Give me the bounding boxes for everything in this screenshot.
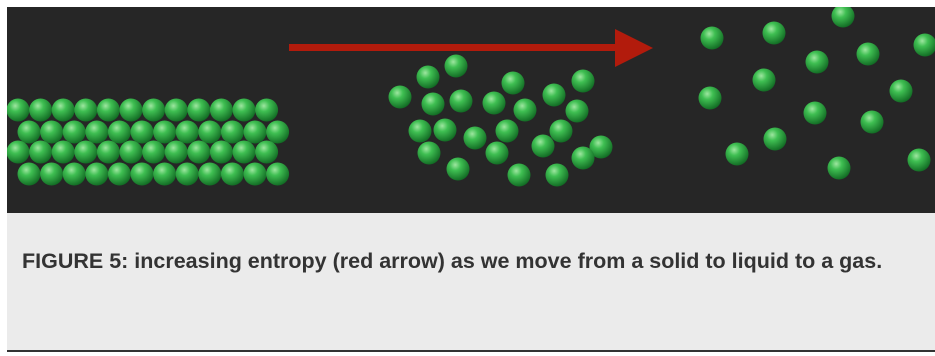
liquid-particle xyxy=(549,119,573,143)
liquid-particle xyxy=(589,135,613,159)
solid-particle xyxy=(62,120,86,144)
solid-particle xyxy=(175,120,199,144)
bottom-divider xyxy=(7,350,935,352)
liquid-particle xyxy=(501,71,525,95)
entropy-arrow-head xyxy=(615,29,653,67)
solid-phase-particles xyxy=(7,98,290,186)
liquid-particle xyxy=(531,134,555,158)
liquid-particle xyxy=(542,83,566,107)
solid-particle xyxy=(51,140,75,164)
solid-particle xyxy=(96,98,120,122)
gas-particle xyxy=(752,68,776,92)
liquid-particle xyxy=(513,98,537,122)
solid-particle xyxy=(62,162,86,186)
solid-particle xyxy=(243,162,267,186)
solid-particle xyxy=(153,162,177,186)
solid-particle xyxy=(209,98,233,122)
solid-particle xyxy=(232,140,256,164)
liquid-particle xyxy=(388,85,412,109)
gas-particle xyxy=(827,156,851,180)
gas-particle xyxy=(763,127,787,151)
liquid-particle xyxy=(416,65,440,89)
liquid-particle xyxy=(408,119,432,143)
solid-particle xyxy=(74,140,98,164)
solid-particle xyxy=(130,162,154,186)
liquid-particle xyxy=(433,118,457,142)
solid-particle xyxy=(40,162,64,186)
solid-particle xyxy=(164,140,188,164)
liquid-particle xyxy=(495,119,519,143)
liquid-particle xyxy=(463,126,487,150)
gas-particle xyxy=(889,79,913,103)
gas-particle xyxy=(805,50,829,74)
solid-particle xyxy=(255,98,279,122)
liquid-particle xyxy=(545,163,569,187)
solid-particle xyxy=(51,98,75,122)
solid-particle xyxy=(232,98,256,122)
gas-particle xyxy=(860,110,884,134)
solid-particle xyxy=(175,162,199,186)
liquid-particle xyxy=(571,146,595,170)
liquid-particle xyxy=(565,99,589,123)
solid-particle xyxy=(107,162,131,186)
solid-particle xyxy=(96,140,120,164)
gas-particle xyxy=(698,86,722,110)
gas-particle xyxy=(907,148,931,172)
solid-particle xyxy=(164,98,188,122)
gas-particle xyxy=(762,21,786,45)
solid-particle xyxy=(119,98,143,122)
solid-particle xyxy=(17,120,41,144)
liquid-particle xyxy=(485,141,509,165)
solid-particle xyxy=(220,162,244,186)
solid-particle xyxy=(29,98,53,122)
gas-phase-particles xyxy=(698,7,935,180)
solid-particle xyxy=(266,162,290,186)
liquid-phase-particles xyxy=(388,54,613,187)
liquid-particle xyxy=(417,141,441,165)
gas-particle xyxy=(725,142,749,166)
solid-particle xyxy=(119,140,143,164)
solid-particle xyxy=(29,140,53,164)
solid-particle xyxy=(220,120,244,144)
solid-particle xyxy=(142,98,166,122)
solid-particle xyxy=(40,120,64,144)
liquid-particle xyxy=(449,89,473,113)
entropy-arrow-shaft xyxy=(289,44,619,51)
solid-particle xyxy=(243,120,267,144)
solid-particle xyxy=(142,140,166,164)
solid-particle xyxy=(198,162,222,186)
solid-particle xyxy=(130,120,154,144)
solid-particle xyxy=(17,162,41,186)
solid-particle xyxy=(255,140,279,164)
liquid-particle xyxy=(446,157,470,181)
liquid-particle xyxy=(421,92,445,116)
entropy-diagram xyxy=(7,7,935,213)
solid-particle xyxy=(209,140,233,164)
liquid-particle xyxy=(507,163,531,187)
solid-particle xyxy=(85,120,109,144)
gas-particle xyxy=(831,7,855,28)
solid-particle xyxy=(107,120,131,144)
figure-caption: FIGURE 5: increasing entropy (red arrow)… xyxy=(22,249,883,273)
solid-particle xyxy=(85,162,109,186)
solid-particle xyxy=(153,120,177,144)
solid-particle xyxy=(198,120,222,144)
liquid-particle xyxy=(482,91,506,115)
solid-particle xyxy=(74,98,98,122)
solid-particle xyxy=(266,120,290,144)
solid-particle xyxy=(7,98,30,122)
entropy-arrow xyxy=(289,29,653,67)
solid-particle xyxy=(7,140,30,164)
solid-particle xyxy=(187,98,211,122)
solid-particle xyxy=(187,140,211,164)
gas-particle xyxy=(856,42,880,66)
caption-box: FIGURE 5: increasing entropy (red arrow)… xyxy=(7,213,935,350)
gas-particle xyxy=(803,101,827,125)
liquid-particle xyxy=(571,69,595,93)
gas-particle xyxy=(913,33,935,57)
diagram-canvas xyxy=(7,7,935,187)
liquid-particle xyxy=(444,54,468,78)
gas-particle xyxy=(700,26,724,50)
